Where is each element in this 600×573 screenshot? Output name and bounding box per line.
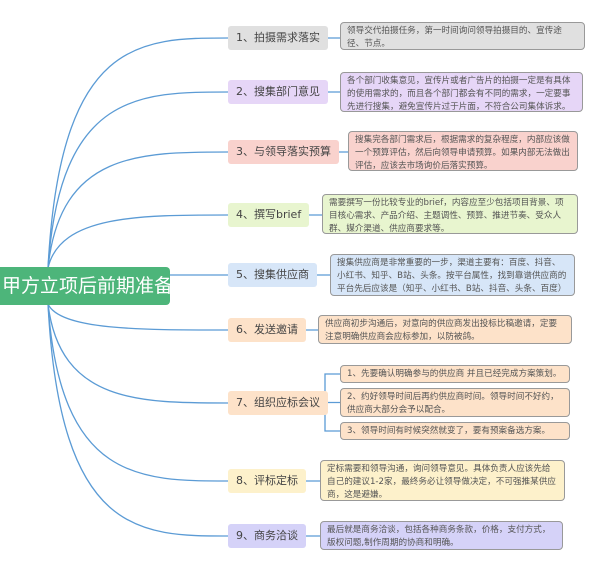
topic-node-2[interactable]: 2、搜集部门意见 (228, 80, 328, 104)
topic-node-1[interactable]: 1、拍摄需求落实 (228, 26, 328, 50)
detail-note: 搜集供应商是非常重要的一步，渠道主要有：百度、抖音、小红书、知乎、B站、头条。按… (330, 254, 575, 296)
topic-node-7[interactable]: 7、组织应标会议 (228, 391, 328, 415)
detail-note: 2、约好领导时间后再约供应商时间。领导时间不好约，供应商大部分会予以配合。 (340, 388, 570, 417)
detail-note: 1、先要确认明确参与的供应商 并且已经完成方案策划。 (340, 365, 570, 383)
detail-note: 领导交代拍摄任务，第一时间询问领导拍摄目的、宣传途径、节点。 (340, 22, 585, 50)
topic-node-8[interactable]: 8、评标定标 (228, 469, 306, 493)
detail-note: 3、领导时间有时候突然就变了，要有预案备选方案。 (340, 422, 570, 440)
root-connector (47, 303, 229, 404)
root-connector (47, 37, 229, 269)
root-connector (47, 303, 229, 537)
topic-node-6[interactable]: 6、发送邀请 (228, 318, 306, 342)
root-connector (47, 151, 229, 269)
detail-note: 各个部门收集意见，宣传片或者广告片的拍摄一定是有具体的使用需求的，而且各个部门都… (340, 72, 583, 112)
detail-note: 需要撰写一份比较专业的brief，内容应至少包括项目背景、项目核心需求、产品介绍… (322, 194, 578, 234)
topic-node-9[interactable]: 9、商务洽谈 (228, 524, 306, 548)
root-connector (47, 214, 229, 269)
detail-note: 最后就是商务洽谈，包括各种商务条款，价格，支付方式，版权问题,制作周期的协商和明… (320, 521, 563, 550)
topic-node-3[interactable]: 3、与领导落实预算 (228, 140, 339, 164)
root-connector (47, 91, 229, 269)
topic-node-4[interactable]: 4、撰写brief (228, 203, 310, 227)
root-connector (47, 303, 229, 331)
detail-note: 供应商初步沟通后，对意向的供应商发出投标比稿邀请，定要注意明确供应商会应标参加，… (318, 315, 572, 344)
topic-node-5[interactable]: 5、搜集供应商 (228, 263, 317, 287)
detail-note: 定标需要和领导沟通，询问领导意见。具体负责人应该先给自己的建议1-2家，最终务必… (320, 460, 565, 501)
root-topic[interactable]: 甲方立项后前期准备 (0, 267, 173, 305)
root-connector (47, 303, 229, 482)
detail-note: 搜集完各部门需求后，根据需求的复杂程度，内部应该做一个预算评估，然后向领导申请预… (348, 131, 578, 171)
